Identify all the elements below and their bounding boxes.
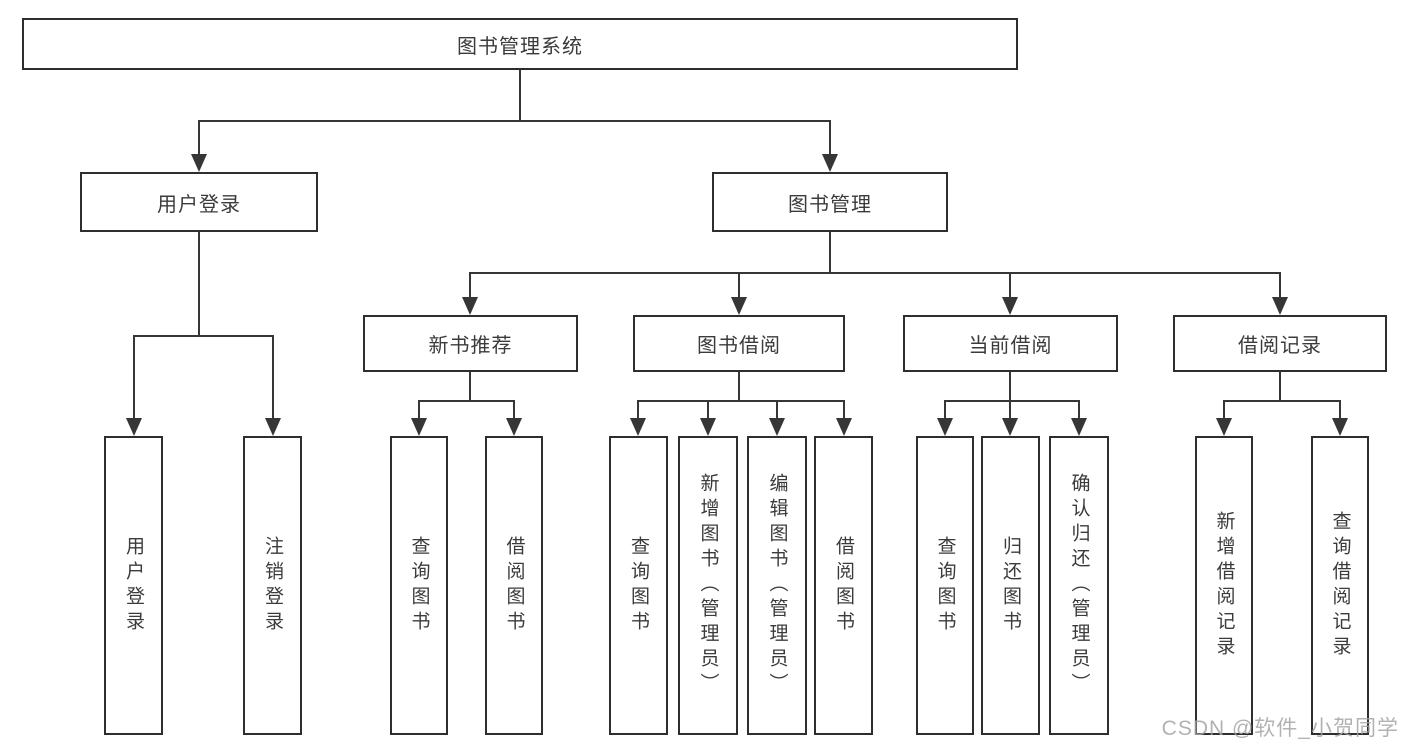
arrow-down-icon	[126, 418, 142, 436]
connector-line	[638, 400, 845, 402]
connector-line	[1009, 272, 1011, 299]
connector-line	[133, 335, 135, 420]
connector-line	[944, 400, 1080, 402]
connector-line	[944, 400, 946, 420]
leaf-label: 编辑图书（管理员）	[766, 473, 788, 698]
connector-line	[469, 272, 1281, 274]
leaf-borrow-books-recommend: 借阅图书	[485, 436, 543, 735]
leaf-label: 用户登录	[123, 535, 144, 636]
leaf-query-books-recommend: 查询图书	[390, 436, 448, 735]
connector-line	[738, 372, 740, 401]
leaf-label: 借阅图书	[503, 535, 525, 636]
node-user-login: 用户登录	[80, 172, 318, 232]
connector-line	[1078, 400, 1080, 420]
connector-line	[469, 372, 471, 401]
leaf-confirm-return-admin: 确认归还（管理员）	[1049, 436, 1109, 735]
arrow-down-icon	[1216, 418, 1232, 436]
leaf-borrow-books: 借阅图书	[814, 436, 873, 735]
arrow-down-icon	[937, 418, 953, 436]
arrow-down-icon	[265, 418, 281, 436]
connector-line	[738, 272, 740, 299]
arrow-down-icon	[506, 418, 522, 436]
connector-line	[829, 120, 831, 156]
connector-line	[1279, 272, 1281, 299]
node-book-borrowing: 图书借阅	[633, 315, 845, 372]
leaf-label: 新增图书（管理员）	[697, 473, 719, 698]
connector-line	[829, 232, 831, 273]
connector-line	[1223, 400, 1341, 402]
leaf-add-books-admin: 新增图书（管理员）	[678, 436, 738, 735]
arrow-down-icon	[700, 418, 716, 436]
leaf-add-borrow-record: 新增借阅记录	[1195, 436, 1253, 735]
node-borrowing-records: 借阅记录	[1173, 315, 1387, 372]
arrow-down-icon	[630, 418, 646, 436]
leaf-label: 查询图书	[408, 535, 430, 636]
leaf-edit-books-admin: 编辑图书（管理员）	[747, 436, 807, 735]
connector-line	[843, 400, 845, 420]
connector-line	[1279, 372, 1281, 401]
leaf-label: 查询图书	[934, 535, 956, 636]
arrow-down-icon	[1002, 297, 1018, 315]
arrow-down-icon	[836, 418, 852, 436]
leaf-query-borrow-record: 查询借阅记录	[1311, 436, 1369, 735]
connector-line	[1009, 372, 1011, 401]
connector-line	[198, 232, 200, 336]
connector-line	[1339, 400, 1341, 420]
arrow-down-icon	[731, 297, 747, 315]
connector-line	[776, 400, 778, 420]
leaf-label: 借阅图书	[833, 535, 854, 636]
node-library-system: 图书管理系统	[22, 18, 1018, 70]
connector-line	[198, 120, 200, 156]
arrow-down-icon	[1332, 418, 1348, 436]
connector-line	[513, 400, 515, 420]
connector-line	[418, 400, 515, 402]
connector-line	[519, 70, 521, 121]
connector-line	[637, 400, 639, 420]
arrow-down-icon	[462, 297, 478, 315]
connector-line	[133, 335, 274, 337]
leaf-query-books-current: 查询图书	[916, 436, 974, 735]
leaf-return-books: 归还图书	[981, 436, 1040, 735]
arrow-down-icon	[411, 418, 427, 436]
connector-line	[707, 400, 709, 420]
arrow-down-icon	[1071, 418, 1087, 436]
connector-line	[1223, 400, 1225, 420]
arrow-down-icon	[1002, 418, 1018, 436]
connector-line	[469, 272, 471, 299]
leaf-user-login: 用户登录	[104, 436, 163, 735]
connector-line	[1009, 400, 1011, 420]
leaf-label: 确认归还（管理员）	[1068, 473, 1090, 698]
node-book-management: 图书管理	[712, 172, 948, 232]
node-new-book-recommend: 新书推荐	[363, 315, 578, 372]
arrow-down-icon	[1272, 297, 1288, 315]
arrow-down-icon	[191, 154, 207, 172]
leaf-label: 注销登录	[262, 535, 283, 636]
connector-line	[418, 400, 420, 420]
node-current-borrowing: 当前借阅	[903, 315, 1118, 372]
leaf-label: 查询图书	[628, 535, 649, 636]
leaf-label: 归还图书	[1000, 535, 1021, 636]
arrow-down-icon	[822, 154, 838, 172]
csdn-watermark: CSDN @软件_小贺同学	[1161, 717, 1399, 740]
connector-line	[272, 335, 274, 420]
arrow-down-icon	[769, 418, 785, 436]
leaf-query-books-borrowing: 查询图书	[609, 436, 668, 735]
leaf-label: 新增借阅记录	[1213, 510, 1235, 661]
leaf-label: 查询借阅记录	[1329, 510, 1351, 661]
connector-line	[198, 120, 831, 122]
leaf-logout: 注销登录	[243, 436, 302, 735]
